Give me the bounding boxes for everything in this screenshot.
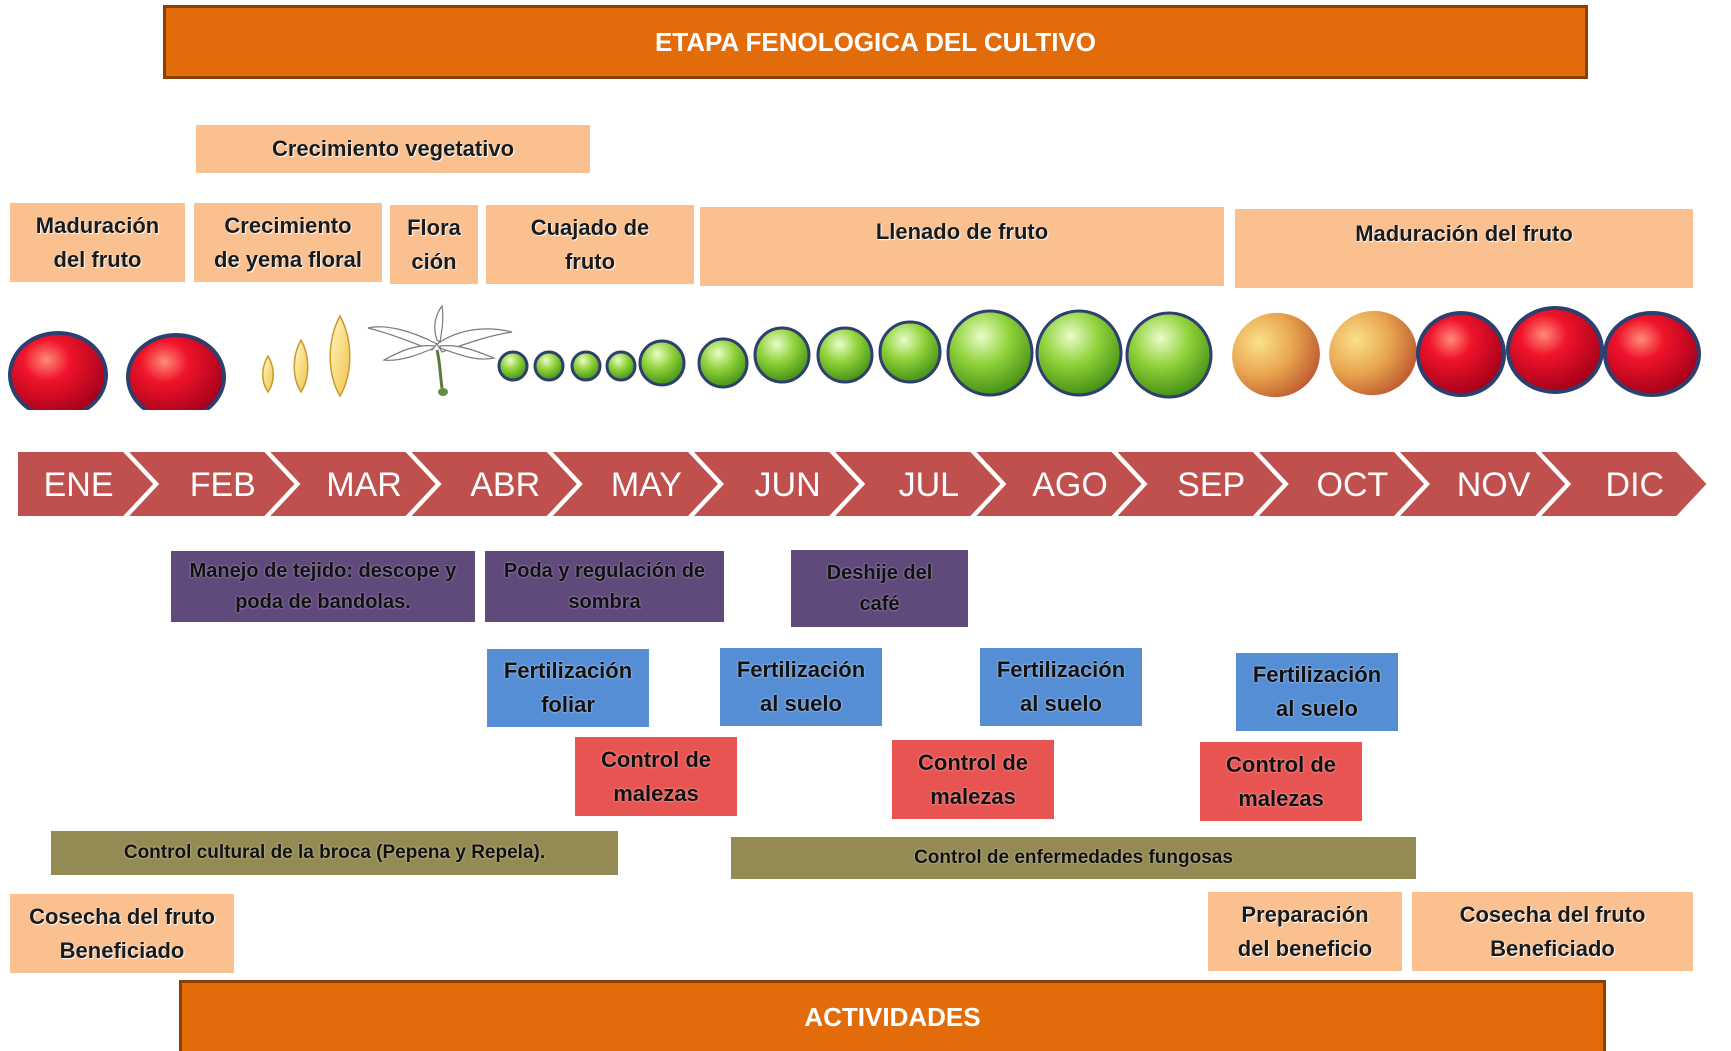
month-timeline: ENE FEB MAR ABR MAY JUN JUL AGO SEP OCT NOV DIC	[18, 452, 1707, 516]
month-label-nov: NOV	[1457, 466, 1531, 504]
month-label-oct: OCT	[1317, 466, 1389, 504]
red-cherry-icon	[8, 331, 108, 410]
month-arrow-may	[552, 452, 718, 516]
month-label-jul: JUL	[899, 466, 959, 504]
green-fruit-icon	[497, 309, 1213, 399]
red-cherry-icon	[1416, 306, 1701, 397]
month-label-ene: ENE	[44, 466, 114, 504]
flower-bud-icon	[293, 338, 309, 394]
month-arrow-abr	[411, 452, 577, 516]
activity-fertilization-soil-oct: Fertilización al suelo	[1236, 653, 1398, 731]
stage-bud-growth: Crecimiento de yema floral	[194, 203, 382, 282]
month-arrow-dic	[1541, 452, 1707, 516]
month-label-jun: JUN	[755, 466, 821, 504]
ripening-fruit-icon	[1232, 310, 1417, 398]
month-arrow-nov	[1400, 452, 1566, 516]
activity-broca-control: Control cultural de la broca (Pepena y R…	[51, 831, 618, 875]
phenology-header: ETAPA FENOLOGICA DEL CULTIVO	[163, 5, 1588, 79]
red-cherry-icon	[126, 333, 226, 410]
coffee-flower-icon	[367, 304, 513, 396]
activity-tissue-management: Manejo de tejido: descope y poda de band…	[171, 551, 475, 622]
month-label-ago: AGO	[1032, 466, 1108, 504]
activity-harvest-early: Cosecha del fruto Beneficiado	[10, 894, 234, 973]
month-label-dic: DIC	[1606, 466, 1665, 504]
month-arrow-ago	[976, 452, 1142, 516]
month-label-feb: FEB	[190, 466, 256, 504]
stage-maturation-late: Maduración del fruto	[1235, 209, 1693, 288]
month-label-mar: MAR	[326, 466, 402, 504]
month-arrow-ene	[18, 452, 154, 516]
activity-pruning-shade: Poda y regulación de sombra	[485, 551, 724, 622]
stage-fruit-filling: Llenado de fruto	[700, 207, 1224, 286]
phenology-illustrations	[8, 304, 1701, 410]
month-arrow-jun	[694, 452, 860, 516]
activity-fungal-control: Control de enfermedades fungosas	[731, 837, 1416, 879]
activity-fertilization-soil-ago: Fertilización al suelo	[980, 648, 1142, 726]
month-arrow-sep	[1117, 452, 1283, 516]
stage-vegetative-growth: Crecimiento vegetativo	[196, 125, 590, 173]
activity-weed-control-sep: Control de malezas	[1200, 742, 1362, 821]
flower-bud-icon	[262, 354, 274, 394]
month-arrow-feb	[129, 452, 295, 516]
activity-weed-control-may: Control de malezas	[575, 737, 737, 816]
month-arrow-jul	[835, 452, 1001, 516]
month-arrow-oct	[1258, 452, 1424, 516]
month-arrow-mar	[270, 452, 436, 516]
stage-maturation-early: Maduración del fruto	[10, 203, 185, 282]
activity-fertilization-foliar: Fertilización foliar	[487, 649, 649, 727]
activity-weed-control-jul: Control de malezas	[892, 740, 1054, 819]
stage-fruit-set: Cuajado de fruto	[486, 205, 694, 284]
month-label-may: MAY	[611, 466, 682, 504]
month-label-abr: ABR	[470, 466, 540, 504]
stage-flowering: Flora ción	[390, 205, 478, 284]
activities-footer: ACTIVIDADES	[179, 980, 1606, 1051]
activity-harvest-late: Cosecha del fruto Beneficiado	[1412, 892, 1693, 971]
flower-bud-icon	[329, 314, 351, 398]
activity-fertilization-soil-jun: Fertilización al suelo	[720, 648, 882, 726]
month-label-sep: SEP	[1177, 466, 1245, 504]
activity-processing-prep: Preparación del beneficio	[1208, 892, 1402, 971]
activity-deshije: Deshije del café	[791, 550, 968, 627]
